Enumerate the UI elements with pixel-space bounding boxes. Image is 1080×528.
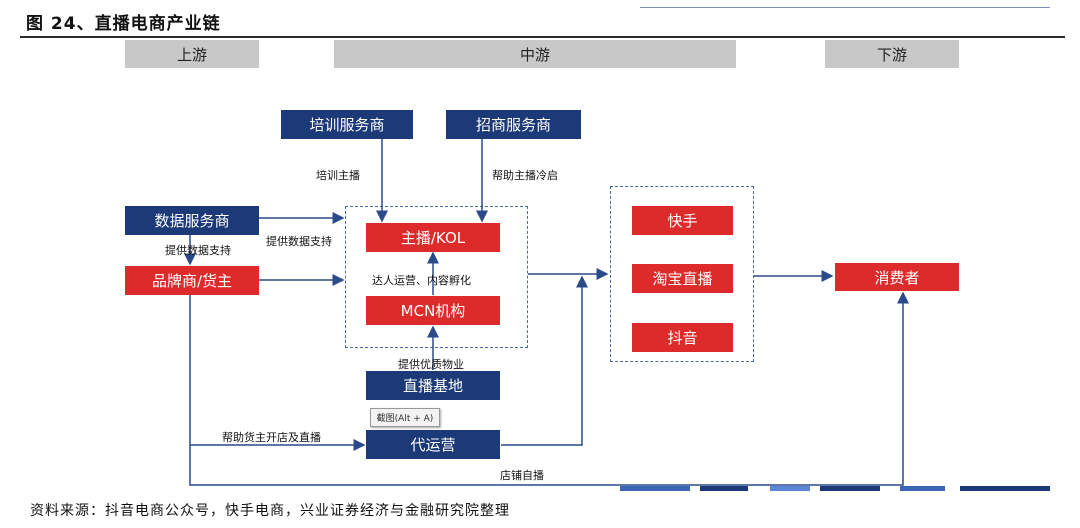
node-merchant-provider: 招商服务商	[446, 110, 581, 139]
label-store-live: 帮助货主开店及直播	[222, 431, 321, 444]
stage-downstream: 下游	[825, 40, 959, 68]
node-consumer: 消费者	[835, 263, 959, 291]
arrow-operator-to-platforms	[501, 275, 588, 446]
node-mcn: MCN机构	[366, 296, 500, 325]
artifact-strip	[820, 486, 880, 491]
node-brand-owner: 品牌商/货主	[125, 266, 259, 295]
node-douyin: 抖音	[632, 323, 733, 352]
node-taobao-live: 淘宝直播	[632, 264, 733, 293]
screenshot-tooltip: 截图(Alt + A)	[370, 408, 440, 427]
label-data-support-right: 提供数据支持	[266, 235, 332, 248]
arrow-brand-to-operator	[189, 295, 366, 451]
node-operator: 代运营	[366, 430, 500, 459]
artifact-strip	[700, 486, 748, 491]
label-operations: 达人运营、内容孵化	[372, 274, 471, 287]
source-note: 资料来源：抖音电商公众号，快手电商，兴业证券经济与金融研究院整理	[30, 503, 510, 519]
stage-midstream: 中游	[334, 40, 736, 68]
node-live-base: 直播基地	[366, 371, 500, 400]
label-self-broadcast: 店铺自播	[500, 469, 544, 482]
figure-title: 图 24、直播电商产业链	[26, 14, 221, 34]
artifact-strip	[960, 486, 1050, 491]
label-cold-start: 帮助主播冷启	[492, 169, 558, 182]
node-kuaishou: 快手	[632, 206, 733, 235]
title-underline	[20, 36, 1065, 38]
node-data-provider: 数据服务商	[125, 206, 259, 235]
stage-upstream: 上游	[125, 40, 259, 68]
label-training: 培训主播	[316, 169, 360, 182]
node-anchor-kol: 主播/KOL	[366, 223, 500, 252]
artifact-strip	[770, 486, 810, 491]
platform-group-frame	[610, 186, 754, 362]
creator-group-frame	[345, 206, 528, 348]
label-materials: 提供优质物业	[398, 358, 464, 371]
node-training-provider: 培训服务商	[281, 110, 413, 139]
artifact-strip	[620, 486, 690, 491]
label-data-support-left: 提供数据支持	[165, 244, 231, 257]
arrow-self-broadcast	[189, 291, 909, 486]
artifact-strip	[900, 486, 945, 491]
header-rule	[640, 7, 1050, 8]
